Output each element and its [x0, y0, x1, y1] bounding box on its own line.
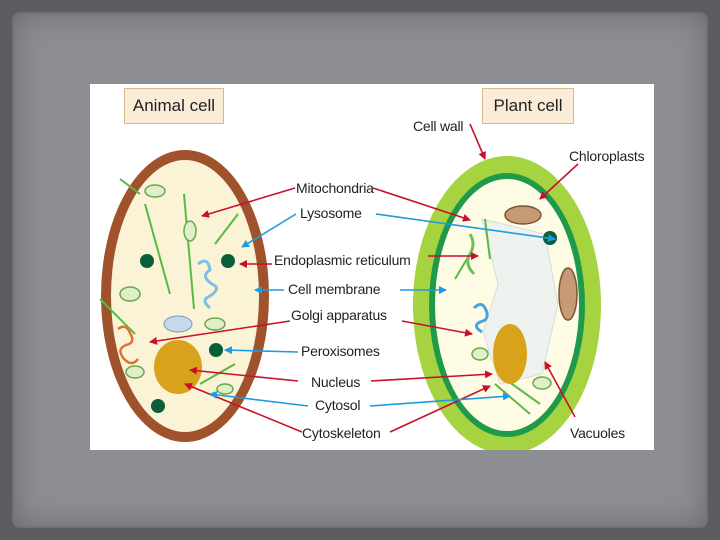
animal-cell-title: Animal cell: [124, 88, 224, 124]
label-chloroplasts: Chloroplasts: [569, 148, 645, 164]
red-arrows: [149, 123, 579, 433]
animal-golgi: [117, 325, 139, 365]
animal-cytoplasm: [111, 160, 259, 432]
animal-cytoskeleton: [99, 178, 239, 385]
plant-chloroplasts: [504, 205, 578, 321]
diagram-drawing: [99, 123, 601, 450]
label-cell-wall: Cell wall: [413, 118, 464, 134]
animal-peroxisomes: [140, 254, 235, 413]
plant-nucleus: [493, 324, 527, 384]
plant-cell: [413, 156, 601, 450]
animal-er: [197, 259, 218, 310]
label-lysosome: Lysosome: [300, 205, 362, 221]
animal-cell: [99, 150, 269, 442]
label-cytosol: Cytosol: [315, 397, 361, 413]
animal-centrosome: [163, 315, 193, 333]
label-golgi-apparatus: Golgi apparatus: [291, 307, 387, 323]
label-cell-membrane: Cell membrane: [288, 281, 381, 297]
label-mitochondria: Mitochondria: [296, 180, 374, 196]
label-nucleus: Nucleus: [311, 374, 361, 390]
cell-diagram: Animal cell Plant cell Cell wall Chlorop…: [90, 84, 654, 450]
label-cytoskeleton: Cytoskeleton: [302, 425, 381, 441]
plant-golgi: [472, 303, 489, 334]
plant-er: [466, 233, 476, 276]
label-peroxisomes: Peroxisomes: [301, 343, 380, 359]
label-endoplasmic-reticulum: Endoplasmic reticulum: [274, 252, 411, 268]
plant-mitochondria: [471, 347, 552, 390]
label-vacuoles: Vacuoles: [570, 425, 625, 441]
animal-mitochondria: [119, 184, 234, 395]
blue-arrows: [209, 213, 556, 407]
animal-nucleus: [154, 340, 202, 394]
plant-cell-title: Plant cell: [482, 88, 574, 124]
